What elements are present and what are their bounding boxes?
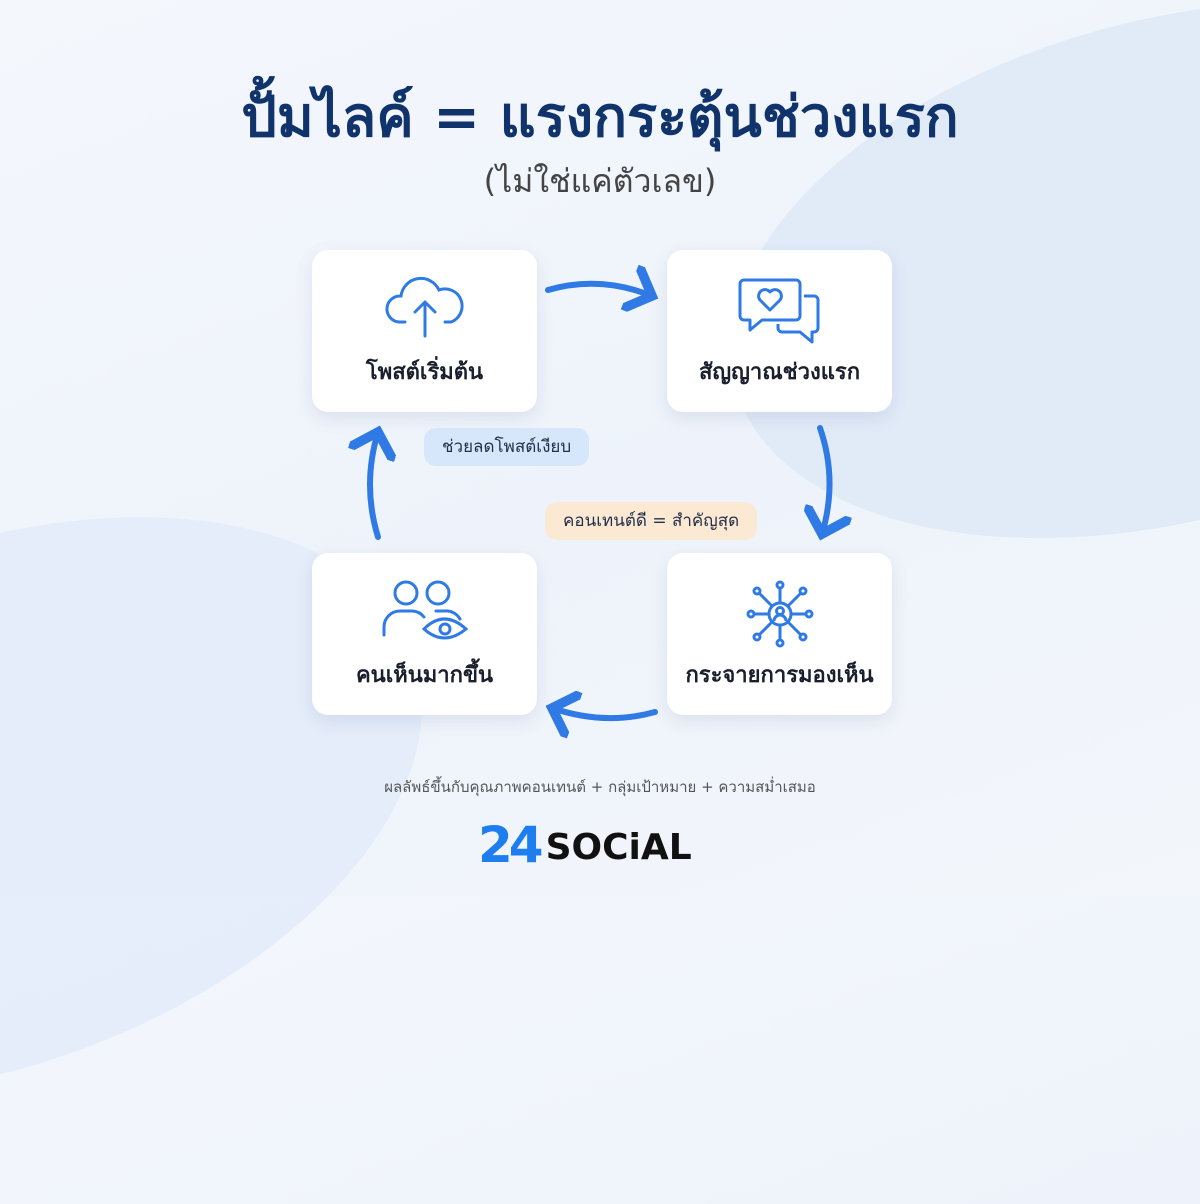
footnote: ผลลัพธ์ขึ้นกับคุณภาพคอนเทนต์ + กลุ่มเป้า… (384, 778, 816, 796)
chat-heart-icon (738, 278, 819, 344)
callout-content-matters: คอนเทนต์ดี = สำคัญสุด (545, 502, 758, 540)
step-card-reach: คนเห็นมากขึ้น (312, 553, 537, 715)
step-label: คนเห็นมากขึ้น (355, 663, 494, 688)
arrow-up (370, 432, 378, 540)
arrow-down (820, 425, 830, 534)
cycle-arrows (0, 0, 1200, 896)
page-subtitle: (ไม่ใช่แค่ตัวเลข) (483, 162, 717, 200)
arrow-left (552, 708, 658, 718)
step-card-distribute: กระจายการมองเห็น (667, 553, 892, 715)
step-label: สัญญาณช่วงแรก (698, 360, 861, 385)
step-label: โพสต์เริ่มต้น (365, 360, 484, 385)
brand-logo: 24 SOCiAL (478, 820, 692, 870)
logo-text: SOCiAL (545, 827, 692, 868)
step-card-signal: สัญญาณช่วงแรก (667, 250, 892, 412)
step-label: กระจายการมองเห็น (685, 663, 874, 688)
network-icon (746, 580, 813, 648)
step-card-post: โพสต์เริ่มต้น (312, 250, 537, 412)
arrow-right (545, 284, 652, 296)
page-title: ปั้มไลค์ = แรงกระตุ้นช่วงแรก (241, 85, 959, 150)
users-eye-icon (382, 580, 468, 640)
callout-reduce-quiet-posts: ช่วยลดโพสต์เงียบ (424, 428, 590, 466)
cloud-upload-icon (385, 276, 464, 338)
logo-number: 24 (478, 816, 544, 874)
